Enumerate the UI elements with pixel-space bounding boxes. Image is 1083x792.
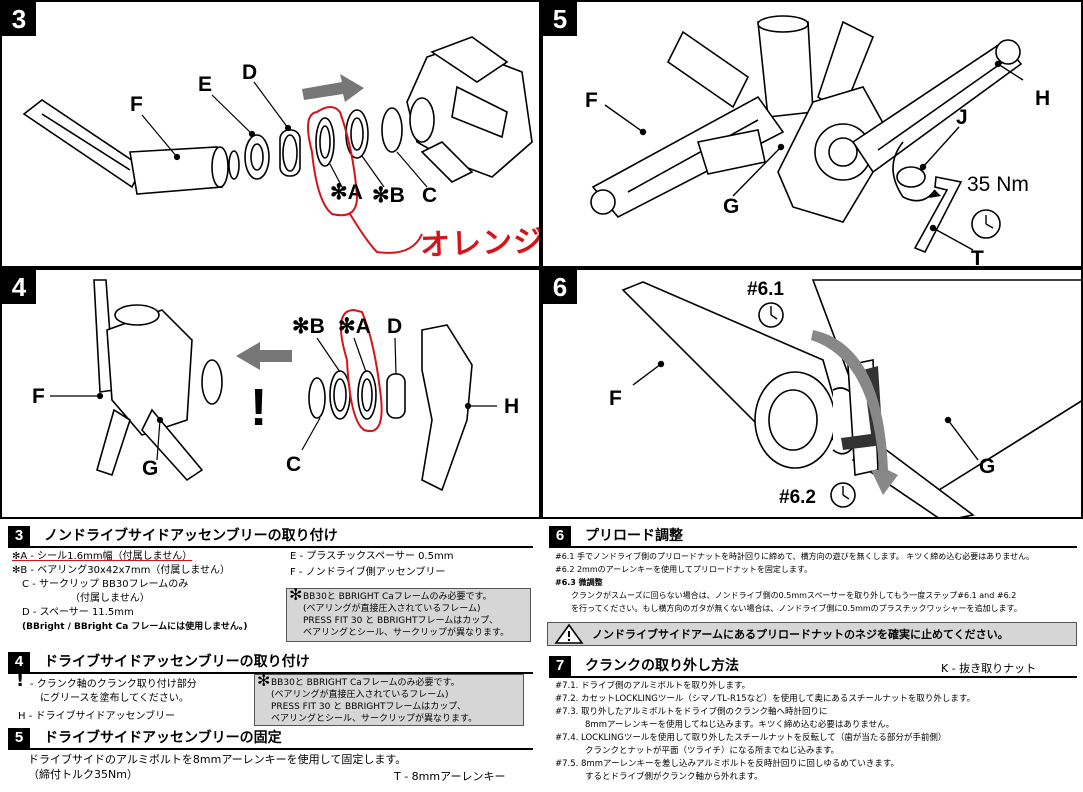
label-G: G [142,457,159,480]
item-H: H - ドライブサイドアッセンブリー [18,711,176,722]
section-header: 4 ドライブサイドアッセンブリーの取り付け [8,652,533,674]
non-drive-side-exploded-drawing [22,36,533,254]
label-F: F [130,93,143,116]
label-B: ✻B [372,184,405,207]
removal-line-6: クランクとナットが平面（ツライチ）になる所までねじ込みます。 [585,746,840,756]
label-A: ✻A [338,315,371,338]
panel-step-3: 3 [0,0,541,268]
panel-number: 3 [2,2,36,36]
label-H: H [1035,87,1051,110]
item-K: K - 抜き取りナット [941,662,1037,675]
bb30-note-box: ✻ BB30と BBRIGHT Caフレームのみ必要です。 (ベアリングが直接圧… [254,673,524,726]
label-D: D [242,61,258,84]
section-5-drive-fix: 5 ドライブサイドアッセンブリーの固定 ドライブサイドのアルミボルトを8mmアー… [8,728,533,790]
drive-side-exploded-drawing: ! [50,279,497,492]
section-number: 6 [549,526,571,546]
note-line: PRESS FIT 30 と BBRIGHTフレームはカップ、 [271,702,466,712]
section-header: 5 ドライブサイドアッセンブリーの固定 [8,728,533,750]
note-line: (ベアリングが直接圧入されているフレーム) [303,604,481,614]
preload-adjustment-drawing [621,279,1081,517]
item-D-note: (BBright / BBright Ca フレームには使用しません。) [22,622,248,632]
label-T: T [971,247,984,268]
removal-line-3: #7.3. 取り外したアルミボルトをドライブ側のクランク軸へ時計回りに [555,707,828,717]
section-title: ドライブサイドアッセンブリーの取り付け [44,654,310,670]
section-title: プリロード調整 [585,528,683,544]
item-B: ✻B - ベアリング30x42x7mm（付属しません） [12,565,231,576]
warning-triangle-icon [554,623,584,644]
section-number: 3 [8,526,30,546]
label-C: C [286,453,302,476]
item-E: E - プラスチックスペーサー 0.5mm [290,551,454,562]
label-H: H [504,395,520,418]
removal-line-8: するとドライブ側がクランク軸から外れます。 [585,772,763,782]
panel-number: 4 [2,270,36,304]
preload-line-5: を行ってください。もし横方向のガタが無くない場合は、ノンドライブ側に0.5mmの… [571,604,1022,613]
section-number: 7 [549,656,571,676]
item-F: F - ノンドライブ側アッセンブリー [290,567,446,578]
item-T: T - 8mmアーレンキー [394,770,506,783]
section-title: ドライブサイドアッセンブリーの固定 [44,730,282,746]
label-A: ✻A [330,181,363,204]
label-G: G [723,195,740,218]
removal-line-7: #7.5. 8mmアーレンキーを差し込みアルミボルトを反時計回りに回しゆるめてい… [555,759,900,769]
preload-line-4: クランクがスムーズに回らない場合は、ノンドライブ側の0.5mmスペーサーを取り外… [571,591,1017,600]
fix-line-2: （締付トルク35Nm） [28,768,138,781]
step-6-1-label: #6.1 [747,279,784,300]
section-number: 5 [8,728,30,748]
grease-line-1: - クランク軸のクランク取り付け部分 [30,679,197,690]
section-3-nondrive-install: 3 ノンドライブサイドアッセンブリーの取り付け ✻A - シール1.6mm幅（付… [8,526,533,646]
label-C: C [422,184,438,207]
label-D: D [387,315,403,338]
panel-step-6: 6 #6.1 #6.2 F G [541,268,1083,519]
section-6-preload: 6 プリロード調整 #6.1 手でノンドライブ側のプリロードナットを時計回りに締… [549,526,1077,644]
label-G: G [979,455,996,478]
section-number: 4 [8,652,30,672]
note-line: (ベアリングが直接圧入されているフレーム) [271,690,449,700]
preload-line-1: #6.1 手でノンドライブ側のプリロードナットを時計回りに締めて、横方向の遊びを… [555,552,1035,561]
note-line: ベアリングとシール、サークリップが異なります。 [271,714,478,724]
removal-line-5: #7.4. LOCKLINGツールを使用して取り外したスチールナットを反転して（… [555,733,947,743]
panel-step-4: 4 ! [0,268,541,519]
section-4-drive-install: 4 ドライブサイドアッセンブリーの取り付け ! - クランク軸のクランク取り付け… [8,652,533,726]
label-B: ✻B [292,315,325,338]
orange-seal-handwritten-note: オレンジ色シール [419,219,541,264]
removal-line-1: #7.1. ドライブ側のアルミボルトを取り外します。 [555,681,751,691]
preload-line-3: #6.3 微調整 [555,578,603,587]
panel-number: 5 [543,2,577,36]
section-header: 6 プリロード調整 [549,526,1077,548]
section-7-crank-removal: 7 クランクの取り外し方法 K - 抜き取りナット #7.1. ドライブ側のアル… [549,656,1077,790]
panel-number: 6 [543,270,577,304]
grease-warning-mark: ! [250,379,267,437]
fix-line-1: ドライブサイドのアルミボルトを8mmアーレンキーを使用して固定します。 [28,753,407,766]
label-F: F [32,385,45,408]
note-line: PRESS FIT 30 と BBRIGHTフレームはカップ、 [303,616,498,626]
panel-step-5: 5 [541,0,1083,268]
torque-value: 35 Nm [967,173,1029,196]
note-line: BB30と BBRIGHT Caフレームのみ必要です。 [303,592,492,602]
label-F: F [585,89,598,112]
section-title: ノンドライブサイドアッセンブリーの取り付け [44,528,338,544]
grease-line-2: にグリースを塗布してください。 [40,693,189,704]
removal-line-2: #7.2. カセットLOCKLINGツール（シマノTL-R15など）を使用して奥… [555,694,976,704]
note-line: ベアリングとシール、サークリップが異なります。 [303,628,510,638]
section-title: クランクの取り外し方法 [585,658,739,674]
removal-line-4: 8mmアーレンキーを使用してねじ込みます。キツく締め込む必要はありません。 [585,720,895,730]
preload-warning-box: ノンドライブサイドアームにあるプリロードナットのネジを確実に止めてください。 [547,622,1077,646]
section-header: 7 クランクの取り外し方法 [549,656,1077,678]
item-C: C - サークリップ BB30フレームのみ [22,579,189,590]
label-F: F [609,387,622,410]
note-line: BB30と BBRIGHT Caフレームのみ必要です。 [271,678,460,688]
grease-mark: ! [16,670,25,691]
item-C-note: （付属しません） [70,593,150,604]
bb30-note-box: ✻ BB30と BBRIGHT Caフレームのみ必要です。 (ベアリングが直接圧… [286,587,531,642]
warning-text: ノンドライブサイドアームにあるプリロードナットのネジを確実に止めてください。 [592,628,1009,641]
label-J: J [956,106,968,129]
label-E: E [198,73,213,96]
step-6-2-label: #6.2 [779,487,816,508]
drive-side-assembled-drawing [590,15,1024,254]
preload-line-2: #6.2 2mmのアーレンキーを使用してプリロードナットを固定します。 [555,565,813,574]
item-A: ✻A - シール1.6mm幅（付属しません） [12,551,193,562]
section-header: 3 ノンドライブサイドアッセンブリーの取り付け [8,526,533,548]
item-D: D - スペーサー 11.5mm [22,607,134,618]
